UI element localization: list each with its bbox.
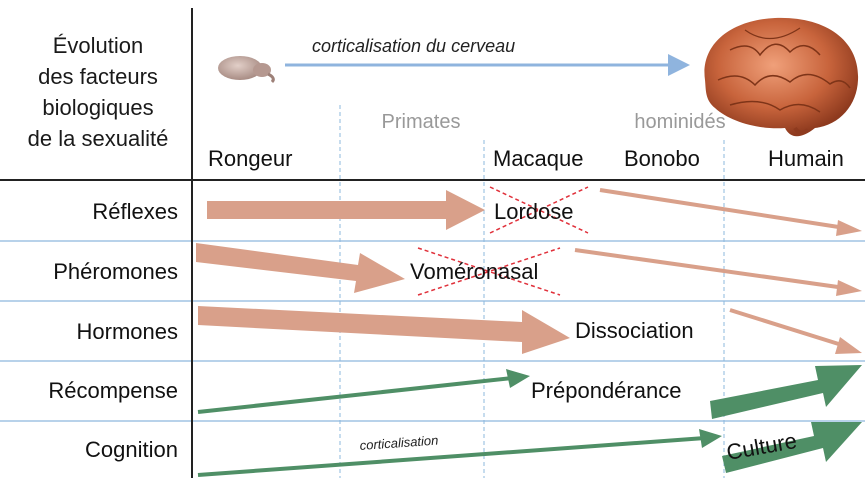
recompense-big-arrow: [710, 365, 862, 419]
title-line: biologiques: [42, 95, 153, 120]
row-label-cognition: Cognition: [85, 437, 178, 462]
column-header-rongeur: Rongeur: [208, 146, 292, 171]
column-header-bonobo: Bonobo: [624, 146, 700, 171]
title-line: Évolution: [53, 33, 144, 58]
reflexes-thin-arrow: [600, 190, 862, 236]
column-header-humain: Humain: [768, 146, 844, 171]
reflexes-arrow: [207, 190, 485, 230]
vomeronasal-label: Voméronasal: [410, 259, 538, 284]
recompense-arrow: [198, 369, 530, 412]
dissociation-label: Dissociation: [575, 318, 694, 343]
title-line: de la sexualité: [28, 126, 169, 151]
row-label-pheromones: Phéromones: [53, 259, 178, 284]
pheromones-arrow: [196, 243, 405, 293]
row-label-reflexes: Réflexes: [92, 199, 178, 224]
corticalisation-label: corticalisation du cerveau: [312, 36, 515, 56]
title-line: des facteurs: [38, 64, 158, 89]
preponderance-label: Prépondérance: [531, 378, 681, 403]
corticalisation-arrow: [285, 54, 690, 76]
pheromones-thin-arrow: [575, 250, 862, 296]
row-label-recompense: Récompense: [48, 378, 178, 403]
hormones-thin-arrow: [730, 310, 862, 354]
group-label-primates: Primates: [382, 111, 461, 133]
rodent-brain-icon: [218, 56, 273, 82]
corticalisation-small-label: corticalisation: [359, 433, 439, 453]
hormones-arrow: [198, 306, 570, 354]
group-label-hominids: hominidés: [634, 111, 725, 133]
row-label-hormones: Hormones: [77, 319, 178, 344]
lordose-label: Lordose: [494, 199, 574, 224]
human-brain-icon: [704, 18, 858, 136]
column-header-macaque: Macaque: [493, 146, 584, 171]
cognition-arrow: [198, 429, 722, 475]
diagram-title: Évolution des facteurs biologiques de la…: [28, 33, 169, 151]
